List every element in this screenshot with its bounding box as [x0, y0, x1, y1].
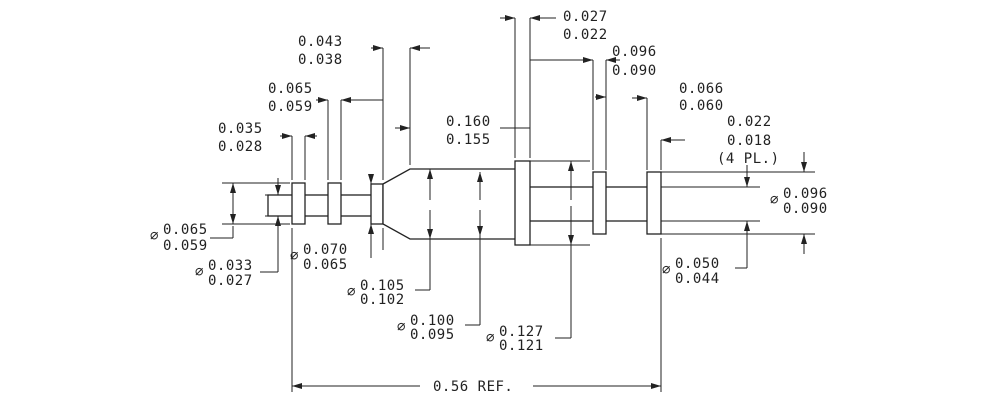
dia-label-1b: 0.059 — [163, 238, 208, 254]
dimension-lines — [210, 15, 815, 392]
dim-label-8b: 0.155 — [446, 132, 491, 148]
dim-label-7b: 0.018 — [727, 133, 772, 149]
dim-label-1b: 0.022 — [563, 27, 608, 43]
dia-label-1a: 0.065 — [163, 222, 208, 238]
dim-label-8a: 0.160 — [446, 114, 491, 130]
dia-label-3b: 0.065 — [303, 257, 348, 273]
dia-label-2a: 0.033 — [208, 258, 253, 274]
diameter-symbol: ⌀ — [290, 248, 299, 264]
dia-label-5a: 0.100 — [410, 313, 455, 329]
dim-label-2b: 0.038 — [298, 52, 343, 68]
dim-label-4b: 0.059 — [268, 99, 313, 115]
dia-label-7b: 0.090 — [783, 201, 828, 217]
dia-label-7a: 0.096 — [783, 186, 828, 202]
dim-label-5b: 0.060 — [679, 98, 724, 114]
diameter-symbol: ⌀ — [195, 264, 204, 280]
dia-label-8b: 0.044 — [675, 271, 720, 287]
dim-label-3a: 0.096 — [612, 44, 657, 60]
dia-label-3a: 0.070 — [303, 242, 348, 258]
diameter-symbol: ⌀ — [397, 319, 406, 335]
diameter-symbol: ⌀ — [486, 330, 495, 346]
pin-part — [267, 160, 662, 246]
dia-label-4b: 0.102 — [360, 292, 405, 308]
dia-label-5b: 0.095 — [410, 327, 455, 343]
dia-label-6a: 0.127 — [499, 324, 544, 340]
dimension-labels: 0.027 0.022 0.043 0.038 0.096 0.090 0.06… — [150, 9, 828, 395]
dia-label-2b: 0.027 — [208, 273, 253, 289]
diameter-symbol: ⌀ — [662, 262, 671, 278]
dim-label-7c: (4 PL.) — [717, 151, 780, 167]
dim-label-5a: 0.066 — [679, 81, 724, 97]
dim-label-2a: 0.043 — [298, 34, 343, 50]
dim-label-6a: 0.035 — [218, 121, 263, 137]
overall-length-label: 0.56 REF. — [433, 379, 513, 395]
dia-label-6b: 0.121 — [499, 338, 544, 354]
dia-label-4a: 0.105 — [360, 278, 405, 294]
diameter-symbol: ⌀ — [770, 192, 779, 208]
dim-label-6b: 0.028 — [218, 139, 263, 155]
dia-label-8a: 0.050 — [675, 256, 720, 272]
diameter-symbol: ⌀ — [347, 284, 356, 300]
dim-label-4a: 0.065 — [268, 81, 313, 97]
dim-label-1a: 0.027 — [563, 9, 608, 25]
diameter-symbol: ⌀ — [150, 228, 159, 244]
dim-label-3b: 0.090 — [612, 63, 657, 79]
dim-label-7a: 0.022 — [727, 114, 772, 130]
